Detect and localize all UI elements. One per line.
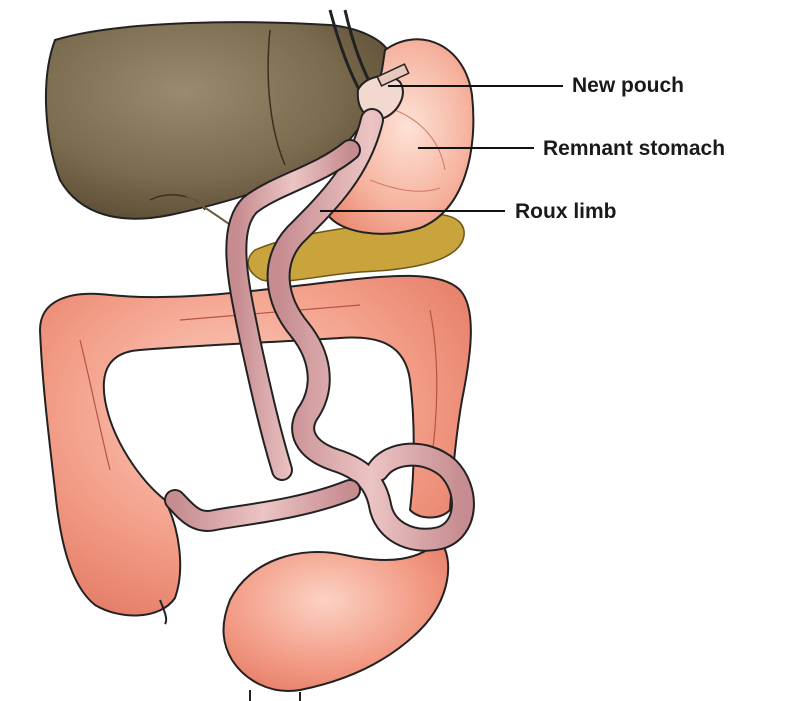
label-remnant-stomach: Remnant stomach <box>543 138 725 159</box>
small-intestine <box>224 540 449 701</box>
label-roux-limb: Roux limb <box>515 201 617 222</box>
label-new-pouch: New pouch <box>572 75 684 96</box>
